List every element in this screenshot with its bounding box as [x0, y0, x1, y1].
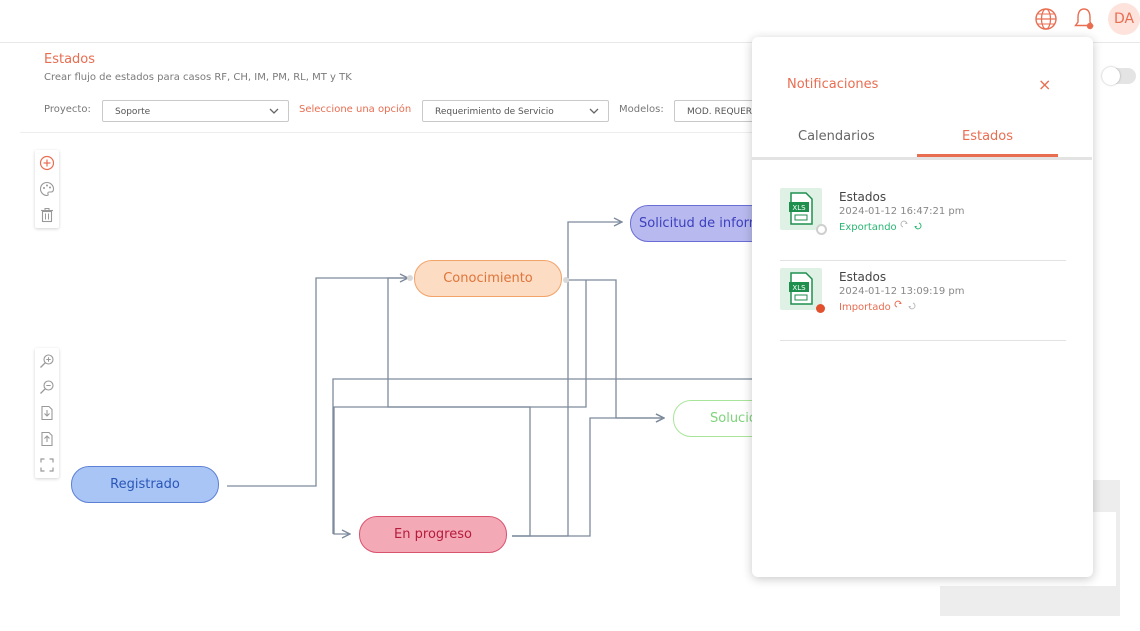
flow-canvas: [227, 140, 760, 631]
port-dot: [563, 277, 569, 283]
globe-icon[interactable]: [1033, 6, 1059, 32]
option-select[interactable]: Requerimiento de Servicio: [422, 100, 609, 122]
edge-progreso-conocimiento: [512, 280, 569, 537]
notifications-title: Notificaciones: [787, 77, 879, 92]
notifications-panel: Notificaciones × Calendarios Estados XLS…: [752, 37, 1093, 577]
edit-toolbox: [35, 150, 59, 228]
edge-conocimiento-solucion: [566, 279, 664, 418]
svg-text:XLS: XLS: [792, 284, 806, 292]
zoom-out-icon[interactable]: [35, 374, 59, 400]
option-select-value: Requerimiento de Servicio: [435, 107, 554, 117]
fullscreen-icon[interactable]: [35, 452, 59, 478]
download-icon[interactable]: [35, 400, 59, 426]
trash-icon[interactable]: [35, 202, 59, 228]
notification-date: 2024-01-12 16:47:21 pm: [839, 206, 965, 217]
notification-item[interactable]: XLS Estados 2024-01-12 13:09:19 pm Impor…: [780, 268, 1066, 341]
toggle-knob: [1102, 67, 1120, 85]
avatar-initials: DA: [1113, 11, 1135, 27]
notification-date: 2024-01-12 13:09:19 pm: [839, 286, 965, 297]
zoom-in-icon[interactable]: [35, 348, 59, 374]
notification-title: Estados: [839, 270, 887, 284]
sync-icon: [900, 220, 922, 230]
models-select[interactable]: MOD. REQUERIMIENTO: [674, 100, 774, 122]
toggle-switch[interactable]: [1102, 67, 1136, 85]
notification-status: Exportando: [839, 220, 922, 233]
palette-icon[interactable]: [35, 176, 59, 202]
zoom-toolbox: [35, 348, 59, 478]
close-icon[interactable]: ×: [1038, 75, 1052, 94]
add-icon[interactable]: [35, 150, 59, 176]
edge-top-loop-a: [333, 280, 587, 534]
filters-divider: [20, 132, 755, 133]
chevron-down-icon: [269, 108, 279, 114]
node-registrado[interactable]: Registrado: [71, 466, 219, 503]
notification-status: Importado: [839, 300, 916, 313]
status-dot: [816, 304, 825, 313]
project-select[interactable]: Soporte: [102, 100, 289, 122]
edge-progreso-solucion: [512, 418, 664, 537]
project-label: Proyecto:: [44, 104, 91, 115]
edge-conocimiento-solicitud: [566, 222, 622, 281]
node-conocimiento[interactable]: Conocimiento: [414, 260, 562, 297]
tab-estados[interactable]: Estados: [962, 129, 1014, 144]
tab-calendarios[interactable]: Calendarios: [798, 129, 875, 144]
svg-text:XLS: XLS: [792, 204, 806, 212]
tab-track: [752, 157, 1092, 160]
edge-top-loop-b: [332, 378, 760, 534]
option-label: Seleccione una opción: [299, 104, 412, 115]
models-select-value: MOD. REQUERIMIENTO: [687, 107, 773, 117]
status-dot: [816, 224, 827, 235]
bell-icon[interactable]: [1071, 6, 1097, 32]
upload-icon[interactable]: [35, 426, 59, 452]
xls-file-icon: XLS: [780, 188, 822, 230]
models-label: Modelos:: [619, 104, 664, 115]
project-select-value: Soporte: [115, 107, 151, 117]
notification-status-text: Importado: [839, 302, 891, 313]
chevron-down-icon: [589, 108, 599, 114]
page-title: Estados: [44, 52, 96, 67]
node-en-progreso[interactable]: En progreso: [359, 516, 507, 553]
port-dot: [407, 275, 413, 281]
top-bar: DA: [0, 0, 1140, 43]
active-tab-indicator: [917, 154, 1058, 157]
xls-file-icon: XLS: [780, 268, 822, 310]
notification-item[interactable]: XLS Estados 2024-01-12 16:47:21 pm Expor…: [780, 188, 1066, 261]
avatar[interactable]: DA: [1108, 3, 1140, 35]
sync-icon: [894, 300, 916, 310]
page-subtitle: Crear flujo de estados para casos RF, CH…: [44, 72, 352, 83]
notification-status-text: Exportando: [839, 222, 897, 233]
notification-title: Estados: [839, 190, 887, 204]
edge-registrado-conocimiento: [227, 278, 408, 487]
